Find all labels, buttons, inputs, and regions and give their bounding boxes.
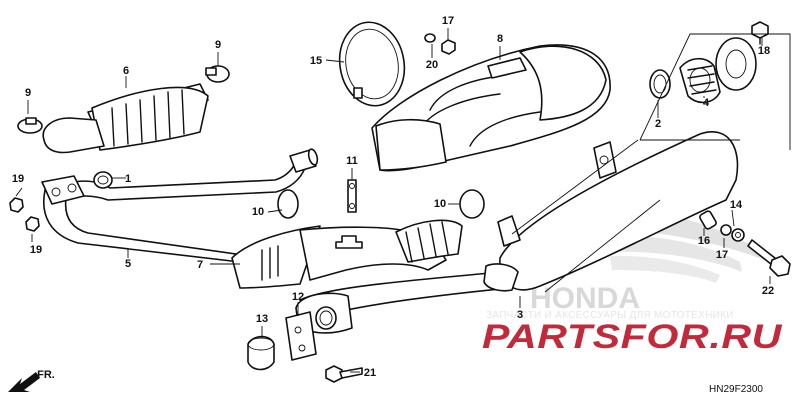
callout-2: 2 <box>655 118 661 130</box>
callout-10-left: 10 <box>252 206 264 218</box>
callout-18: 18 <box>758 45 770 57</box>
rubber-part-13 <box>247 335 275 371</box>
band-clamp-part-9 <box>17 65 230 134</box>
callout-3: 3 <box>517 309 523 321</box>
callout-5: 5 <box>125 258 131 270</box>
callout-14: 14 <box>730 199 743 211</box>
callout-15: 15 <box>310 55 322 67</box>
callout-12: 12 <box>292 291 304 303</box>
site-logo: PARTSFOR.RU <box>482 318 783 356</box>
callout-1: 1 <box>125 173 131 185</box>
callout-9-left: 9 <box>25 87 31 99</box>
watermark-tagline: ЗАПЧАСТИ И АКСЕССУАРЫ ДЛЯ МОТОТЕХНИКИ <box>486 310 734 321</box>
front-direction-arrow: FR. <box>8 369 55 392</box>
direction-label: FR. <box>37 369 55 381</box>
spark-arrester-part-4 <box>679 37 757 104</box>
watermark-brand: HONDA <box>530 282 640 315</box>
callout-17-top: 17 <box>442 15 454 27</box>
exhaust-pipe-part-5 <box>41 148 319 263</box>
callout-8: 8 <box>497 33 503 45</box>
gasket-part-1 <box>93 171 113 189</box>
callout-19-bottom: 19 <box>30 244 42 256</box>
washer-part-20 <box>424 33 436 43</box>
muffler-protector-part-8 <box>371 44 611 172</box>
bolt-part-17-top <box>441 39 456 55</box>
callout-6: 6 <box>123 65 129 77</box>
callout-16: 16 <box>698 235 710 247</box>
pipe-protector-part-7 <box>231 219 463 289</box>
callout-labels: 1 2 3 4 5 6 7 8 9 9 10 10 11 12 13 14 15… <box>12 15 774 379</box>
bolt-part-21 <box>325 365 363 383</box>
diagram-code: HN29F2300 <box>709 384 763 395</box>
band-clamp-part-10 <box>277 189 485 219</box>
gasket-part-2 <box>649 69 671 99</box>
stay-part-11 <box>347 179 357 213</box>
band-part-15 <box>338 21 406 107</box>
callout-21: 21 <box>364 367 376 379</box>
collar-part-16 <box>699 210 717 230</box>
callout-10-right: 10 <box>434 198 446 210</box>
callout-7: 7 <box>197 259 203 271</box>
bolt-part-22 <box>747 239 791 277</box>
bolt-part-18 <box>751 21 769 45</box>
clamp-part-12 <box>285 311 317 361</box>
callout-20: 20 <box>426 59 438 71</box>
leader-lines <box>15 28 771 373</box>
group-outline <box>639 33 791 150</box>
callout-11: 11 <box>346 155 358 167</box>
callout-13: 13 <box>256 313 268 325</box>
callout-19-left: 19 <box>12 173 24 185</box>
callout-9-right: 9 <box>215 39 221 51</box>
washer-part-17-right <box>720 224 732 236</box>
site-logo-text: PARTSFOR.RU <box>482 318 783 356</box>
callout-17-right: 17 <box>716 249 728 261</box>
washer-part-14 <box>731 228 745 242</box>
callout-4: 4 <box>703 97 710 109</box>
nut-part-19 <box>9 197 40 232</box>
callout-22: 22 <box>762 285 774 297</box>
pipe-protector-part-6 <box>42 83 209 154</box>
